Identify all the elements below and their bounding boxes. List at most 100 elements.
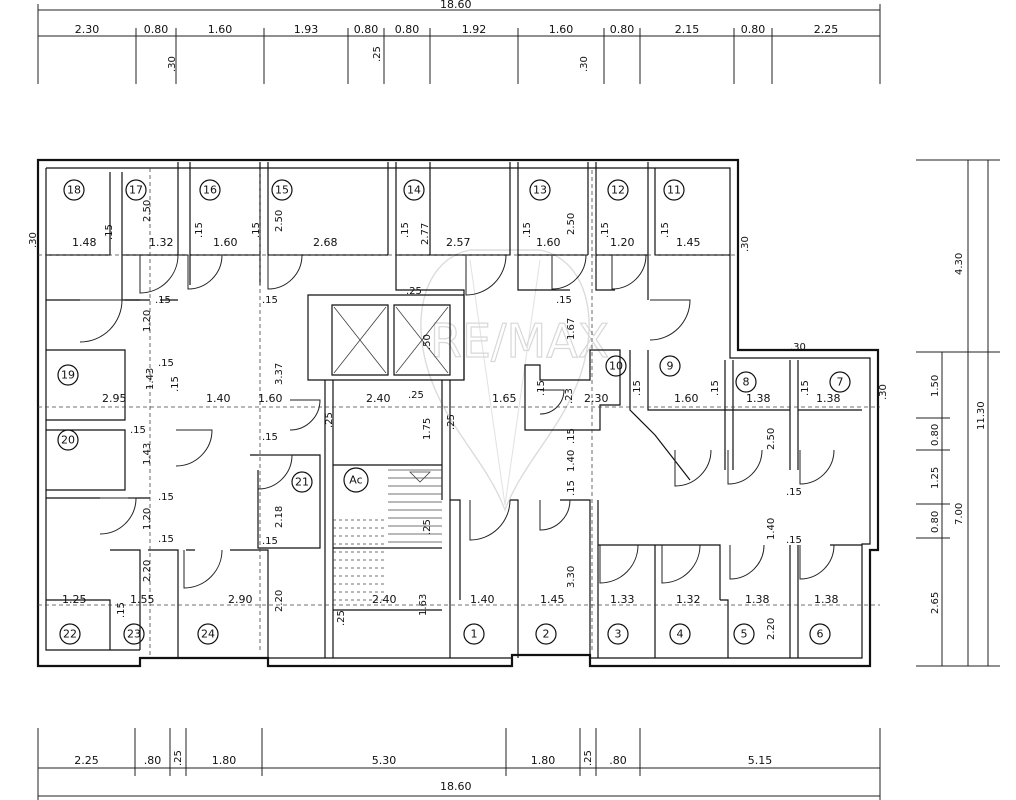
dim-15-q: .15 bbox=[130, 425, 146, 436]
room-number-5: 5 bbox=[733, 623, 755, 645]
dim-15-t: .15 bbox=[566, 480, 577, 496]
room-number-4: 4 bbox=[669, 623, 691, 645]
dim-15-z: .15 bbox=[116, 602, 127, 618]
dim-1-60c: 1.60 bbox=[258, 392, 283, 405]
dim-2-50c: 2.50 bbox=[566, 213, 577, 235]
dim-1-60: 1.60 bbox=[213, 236, 238, 249]
door-swing-14 bbox=[599, 544, 639, 584]
dim-15-a: .15 bbox=[104, 224, 115, 240]
dim-1-40d: 1.40 bbox=[470, 593, 495, 606]
room-number-label: 2 bbox=[543, 628, 550, 641]
dim-2-95: 2.95 bbox=[102, 392, 127, 405]
room-number-9: 9 bbox=[659, 355, 681, 377]
dim-50: .50 bbox=[422, 334, 433, 350]
dim-15-c: .15 bbox=[251, 222, 262, 238]
top-dim-7: 1.60 bbox=[549, 23, 574, 36]
room-number-label: 12 bbox=[611, 184, 625, 197]
room-number-label: 14 bbox=[407, 184, 421, 197]
room-number-label: 15 bbox=[275, 184, 289, 197]
room-number-24: 24 bbox=[197, 623, 219, 645]
dim-1-38b: 1.38 bbox=[816, 392, 841, 405]
dim-15-y: .15 bbox=[262, 536, 278, 547]
bottom-dim-3: 1.80 bbox=[212, 754, 237, 767]
room-number-label: 21 bbox=[295, 476, 309, 489]
dim-1-60b: 1.60 bbox=[536, 236, 561, 249]
dim-15-f: .15 bbox=[600, 222, 611, 238]
bottom-dim-2: .25 bbox=[173, 750, 184, 766]
room-number-14: 14 bbox=[403, 179, 425, 201]
dim-2-50b: 2.50 bbox=[274, 210, 285, 232]
dim-1-20: 1.20 bbox=[610, 236, 635, 249]
dim-2-68: 2.68 bbox=[313, 236, 338, 249]
dim-1-20c: 1.20 bbox=[142, 508, 153, 530]
dim-1-65: 1.65 bbox=[492, 392, 517, 405]
room-number-2: 2 bbox=[535, 623, 557, 645]
door-swing-18 bbox=[674, 449, 712, 487]
room-number-17: 17 bbox=[125, 179, 147, 201]
dim-2-77: 2.77 bbox=[420, 223, 431, 245]
door-swing-1 bbox=[139, 254, 179, 294]
room-number-6: 6 bbox=[809, 623, 831, 645]
dim-15-b: .15 bbox=[194, 222, 205, 238]
door-swing-5 bbox=[551, 254, 587, 290]
dim-1-40c: 1.40 bbox=[766, 518, 777, 540]
door-swing-15 bbox=[661, 544, 701, 584]
top-dim-10: 0.80 bbox=[741, 23, 766, 36]
dim-1-63: 1.63 bbox=[418, 594, 429, 616]
room-number-19: 19 bbox=[57, 364, 79, 386]
door-swing-20 bbox=[799, 449, 835, 485]
dim-15-l: .15 bbox=[170, 376, 181, 392]
room-number-label: 18 bbox=[67, 184, 81, 197]
bottom-dim-0: 2.25 bbox=[74, 754, 99, 767]
dim-1-40a: 1.40 bbox=[206, 392, 231, 405]
dim-1-43a: 1.43 bbox=[145, 368, 156, 390]
room-number-label: 1 bbox=[471, 628, 478, 641]
door-swing-10 bbox=[99, 497, 137, 535]
room-number-18: 18 bbox=[63, 179, 85, 201]
top-dim-0: 2.30 bbox=[75, 23, 100, 36]
dim-2-40a: 2.40 bbox=[366, 392, 391, 405]
dim-3-30: 3.30 bbox=[566, 566, 577, 588]
dim-1-32: 1.32 bbox=[149, 236, 174, 249]
door-swing-19 bbox=[727, 449, 763, 485]
door-swing-4 bbox=[465, 254, 507, 296]
bottom-total-dim: 18.60 bbox=[440, 780, 472, 793]
dim-2-50a: 2.50 bbox=[142, 200, 153, 222]
top-dim-1: 0.80 bbox=[144, 23, 169, 36]
door-swing-17 bbox=[799, 544, 835, 580]
right-dimension-chain: 4.30 11.30 7.00 1.500.801.250.802.65 bbox=[916, 159, 1000, 667]
dim-15-k: .15 bbox=[158, 358, 174, 369]
dim-15-h: .15 bbox=[155, 295, 171, 306]
room-number-7: 7 bbox=[829, 371, 851, 393]
top-dim-3: 1.93 bbox=[294, 23, 319, 36]
top-small-dim-3: .30 bbox=[579, 56, 590, 72]
room-number-label: 22 bbox=[63, 628, 77, 641]
dim-1-33: 1.33 bbox=[610, 593, 635, 606]
room-number-label: 16 bbox=[203, 184, 217, 197]
bottom-dim-7: .80 bbox=[609, 754, 627, 767]
top-small-dim-1: .30 bbox=[167, 56, 178, 72]
dim-30-d: .30 bbox=[878, 384, 889, 400]
right-total-dim: 11.30 bbox=[976, 401, 987, 430]
right-dim-2: 1.25 bbox=[930, 467, 941, 489]
door-swing-9 bbox=[257, 454, 293, 490]
dim-30-a: .30 bbox=[28, 232, 39, 248]
bottom-dim-1: .80 bbox=[144, 754, 162, 767]
bottom-dim-4: 5.30 bbox=[372, 754, 397, 767]
right-lower-dim: 7.00 bbox=[954, 503, 965, 525]
dim-1-32b: 1.32 bbox=[676, 593, 701, 606]
elevator-symbol-text: Ac bbox=[349, 474, 362, 487]
dim-2-57: 2.57 bbox=[446, 236, 471, 249]
right-dim-1: 0.80 bbox=[930, 424, 941, 446]
top-dim-9: 2.15 bbox=[675, 23, 700, 36]
dim-3-37: 3.37 bbox=[274, 363, 285, 385]
dim-15-d: .15 bbox=[400, 222, 411, 238]
dim-1-45b: 1.45 bbox=[540, 593, 565, 606]
room-number-label: 13 bbox=[533, 184, 547, 197]
top-dim-8: 0.80 bbox=[610, 23, 635, 36]
top-dim-5: 0.80 bbox=[395, 23, 420, 36]
room-number-label: 9 bbox=[667, 360, 674, 373]
dim-15-p: .15 bbox=[800, 380, 811, 396]
